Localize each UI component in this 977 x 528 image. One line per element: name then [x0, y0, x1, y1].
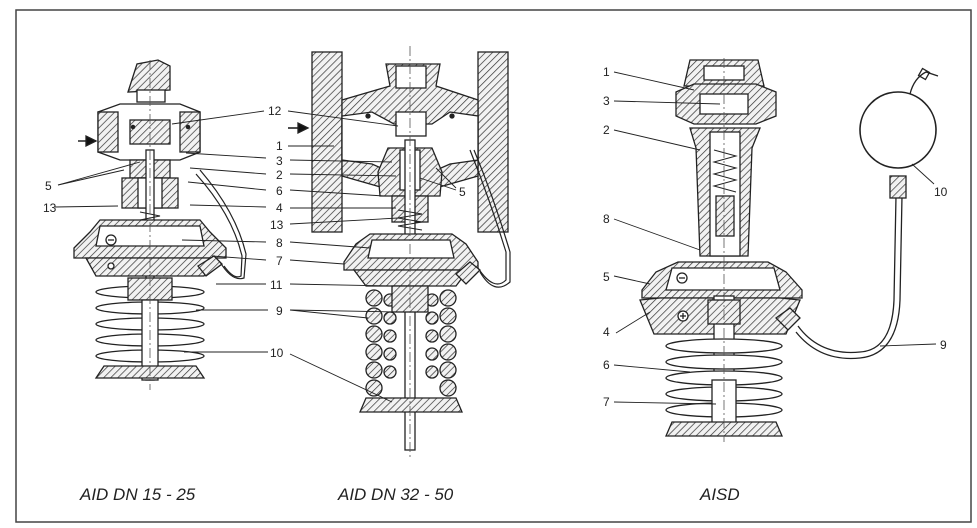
mid-label-10: 10 [270, 346, 284, 360]
right-label-7: 7 [603, 395, 610, 409]
right-label-4: 4 [603, 325, 610, 339]
left-label-13: 13 [43, 201, 57, 215]
mid-label-6: 6 [276, 184, 283, 198]
caption-aid-dn32-50: AID DN 32 - 50 [337, 485, 454, 504]
right-label-2: 2 [603, 123, 610, 137]
right-label-5: 5 [603, 270, 610, 284]
mid-label-3: 3 [276, 154, 283, 168]
left-label-5: 5 [45, 179, 52, 193]
right-label-3: 3 [603, 94, 610, 108]
mid-label-8: 8 [276, 236, 283, 250]
right-label-6: 6 [603, 358, 610, 372]
caption-aid-dn15-25: AID DN 15 - 25 [79, 485, 196, 504]
mid-label-5: 5 [459, 185, 466, 199]
spring-middle [365, 289, 457, 397]
mid-label-11: 11 [270, 278, 283, 292]
mid-label-2: 2 [276, 168, 283, 182]
mid-label-12: 12 [268, 104, 282, 118]
mid-label-13: 13 [270, 218, 284, 232]
right-label-1: 1 [603, 65, 610, 79]
right-label-8: 8 [603, 212, 610, 226]
mid-label-9: 9 [276, 304, 283, 318]
valve-aisd [639, 58, 939, 442]
mid-label-1: 1 [276, 139, 283, 153]
mid-label-4: 4 [276, 201, 283, 215]
caption-aisd: AISD [699, 485, 740, 504]
mid-label-7: 7 [276, 254, 283, 268]
valve-aid-dn15-25 [73, 59, 247, 390]
right-label-9: 9 [940, 338, 947, 352]
right-label-10: 10 [934, 185, 948, 199]
valve-aid-dn32-50 [288, 46, 511, 460]
figure-frame [15, 9, 972, 523]
